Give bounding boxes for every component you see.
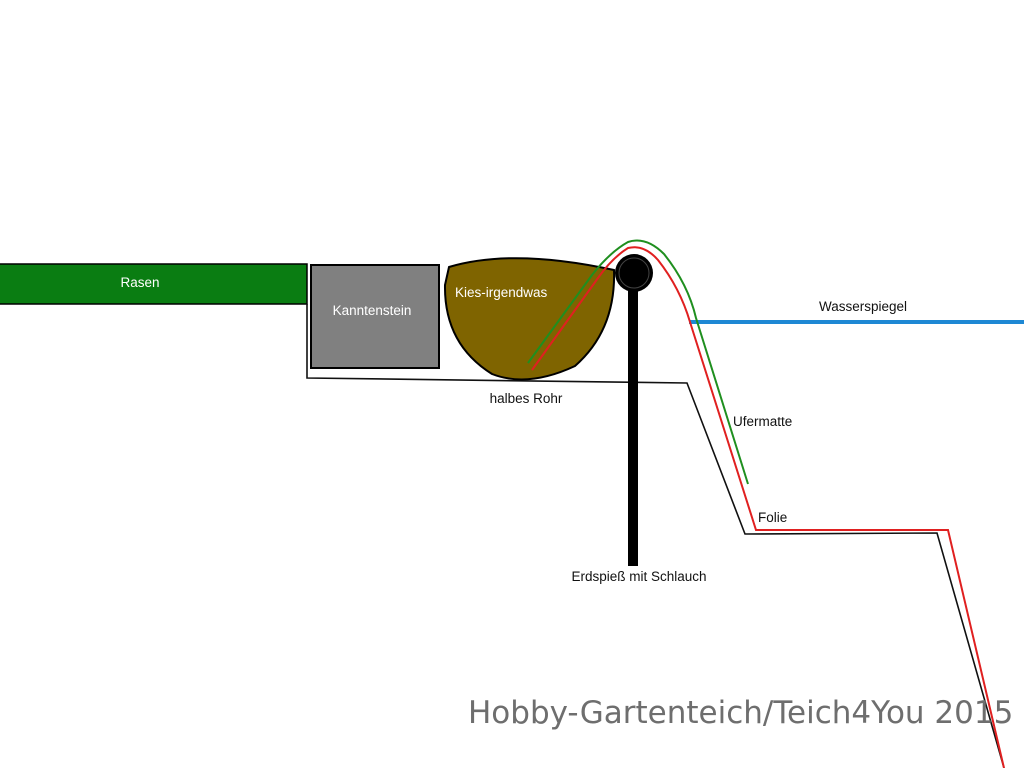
folie-line (531, 246, 1005, 768)
halbes-rohr-label: halbes Rohr (490, 391, 563, 406)
erdspiess-label: Erdspieß mit Schlauch (571, 569, 706, 584)
watermark-text: Hobby-Gartenteich/Teich4You 2015 (468, 695, 1013, 731)
ufermatte-label: Ufermatte (733, 414, 792, 429)
schlauch-circle (615, 254, 653, 292)
ufermatte-line (527, 239, 749, 485)
kies-label: Kies-irgendwas (455, 285, 548, 300)
kantenstein-block (310, 264, 440, 369)
folie-label: Folie (758, 510, 787, 525)
schlauch-highlight (618, 257, 650, 289)
ground-line (306, 304, 1005, 768)
kies-half-pipe (443, 257, 616, 381)
rasen-label: Rasen (120, 275, 159, 290)
rasen-block (0, 263, 308, 305)
kantenstein-label: Kanntenstein (333, 303, 412, 318)
erdspiess-stake (628, 272, 638, 566)
wasserspiegel-label: Wasserspiegel (819, 299, 907, 314)
